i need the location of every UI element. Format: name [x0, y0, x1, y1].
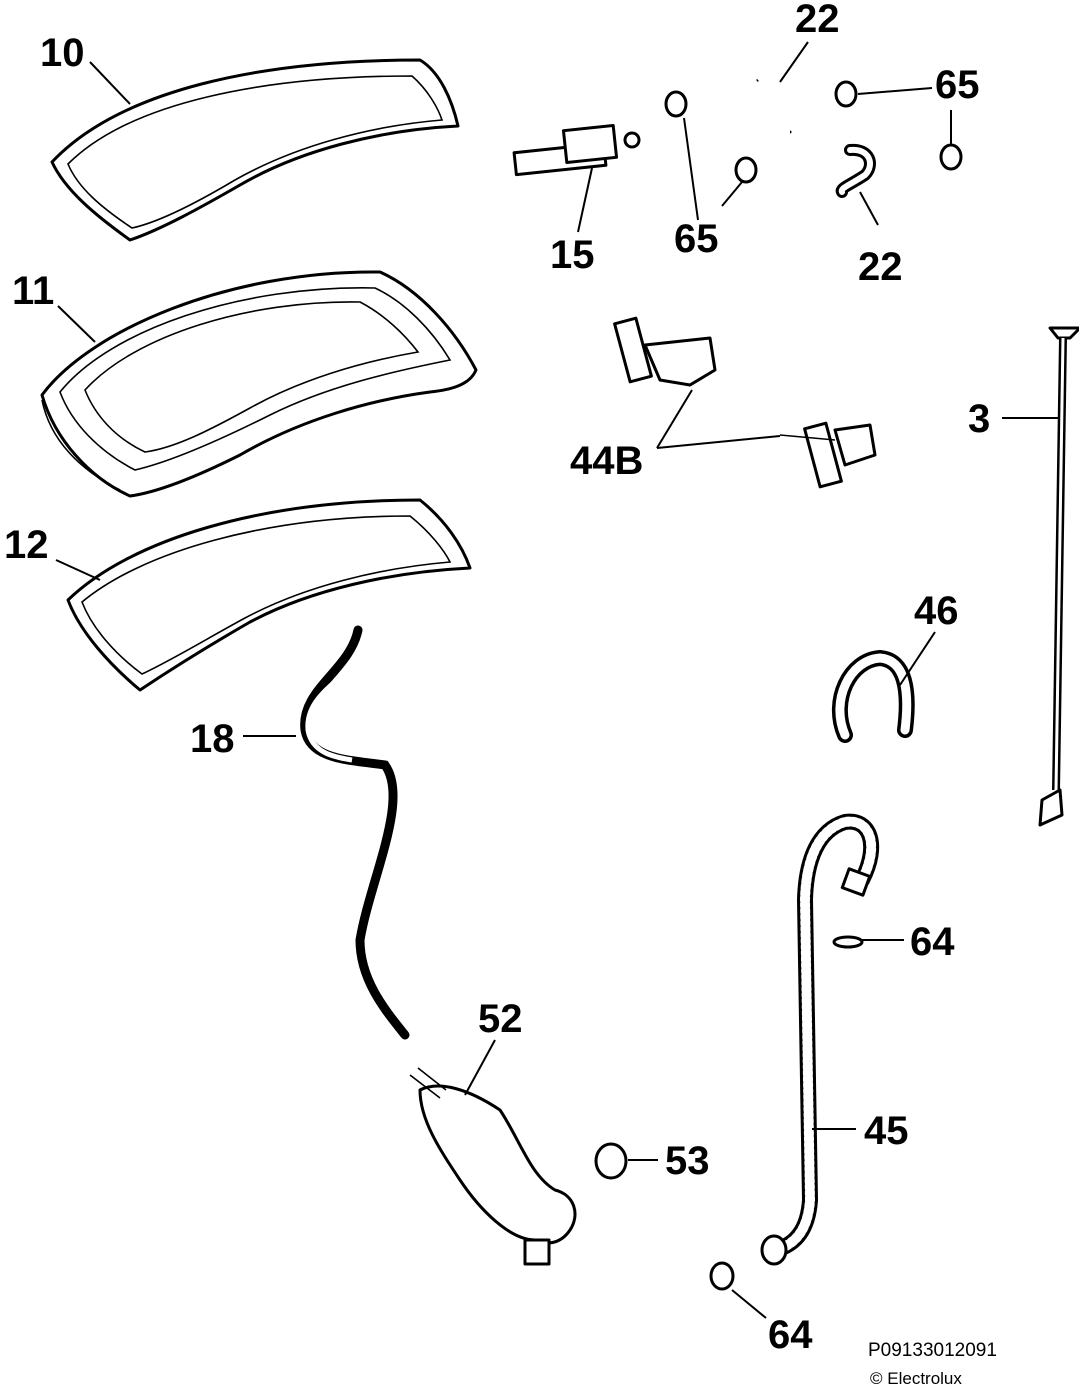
part-11-door-bowl: [40, 270, 478, 498]
callout-52: 52: [478, 997, 523, 1041]
callout-18: 18: [190, 717, 235, 761]
part-18-hose: [300, 625, 410, 1040]
copyright: © Electrolux: [870, 1369, 962, 1388]
part-65-clamp: [939, 143, 963, 171]
callout-15: 15: [550, 233, 595, 277]
part-53-clamp: [594, 1142, 628, 1180]
part-12-gasket: [66, 498, 472, 692]
part-65-clamp: [834, 80, 858, 108]
part-64-clamp: [832, 935, 864, 949]
callout-11: 11: [12, 269, 54, 313]
callout-65-right: 65: [935, 63, 980, 107]
callout-22-upper: 22: [795, 0, 840, 41]
part-65-clamp: [664, 90, 688, 118]
callout-53: 53: [665, 1139, 710, 1183]
part-44b-hinge: [613, 316, 877, 489]
part-46-hook: [832, 649, 915, 743]
part-15-bracket: [512, 123, 641, 177]
part-45-drain-hose: [760, 813, 879, 1266]
callout-44b: 44B: [570, 439, 643, 483]
callout-64-upper: 64: [910, 920, 955, 964]
callout-10: 10: [40, 31, 85, 75]
part-3-rod: [1038, 326, 1079, 827]
callout-65-left: 65: [674, 217, 719, 261]
callout-46: 46: [914, 589, 959, 633]
callout-45: 45: [864, 1109, 909, 1153]
diagram-code: P09133012091: [868, 1340, 997, 1361]
part-64-clamp: [709, 1261, 735, 1291]
part-65-clamp: [734, 156, 758, 184]
callout-12: 12: [4, 523, 49, 567]
leader-lines: [55, 41, 1060, 1319]
part-22-hose-upper: [756, 71, 796, 135]
callout-22-lower: 22: [858, 245, 903, 289]
callout-64-lower: 64: [768, 1313, 813, 1357]
callout-3: 3: [968, 397, 990, 441]
part-52-chamber: [409, 1067, 577, 1266]
part-22-hose-lower: [835, 143, 876, 198]
part-10-gasket: [50, 58, 460, 242]
